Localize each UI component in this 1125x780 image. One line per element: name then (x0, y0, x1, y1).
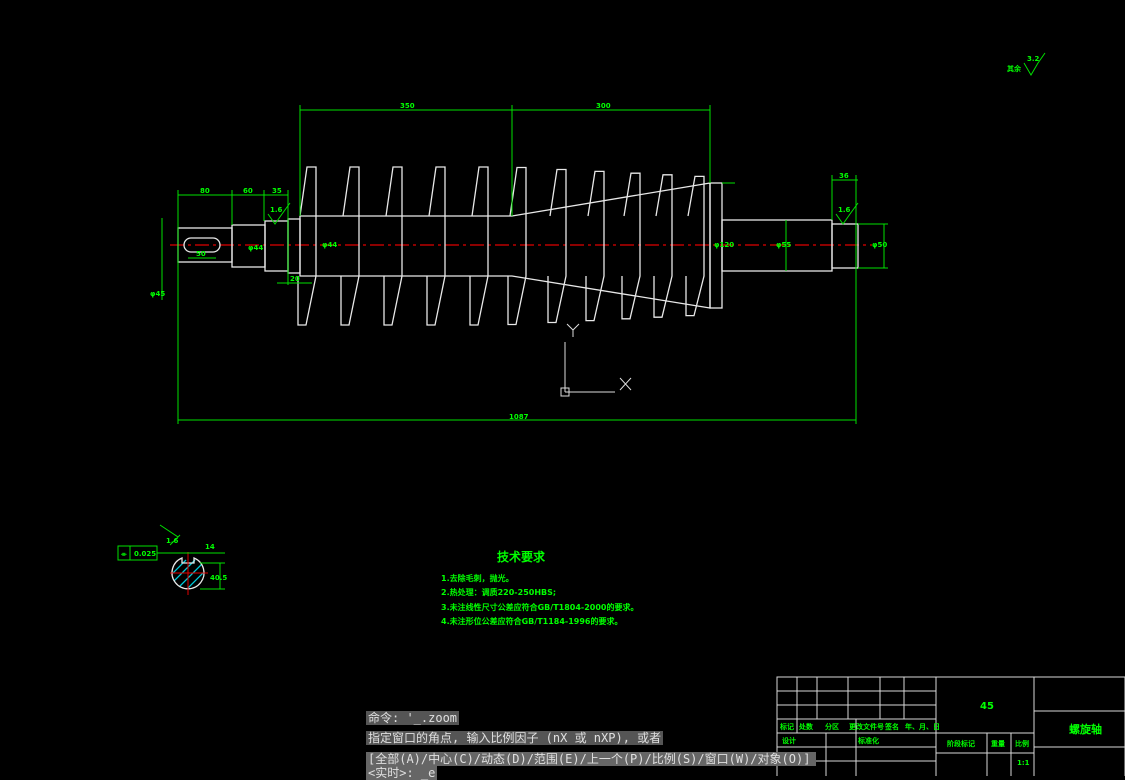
screw-flight (469, 166, 489, 326)
dim-phi-core: φ44 (248, 244, 263, 252)
command-input[interactable]: <实时>: _e (366, 766, 438, 780)
dim-20: 20 (290, 275, 300, 283)
svg-text:年、月、日: 年、月、日 (905, 722, 940, 731)
command-prompt-options[interactable]: [全部(A)/中心(C)/动态(D)/范围(E)/上一个(P)/比例(S)/窗口… (366, 752, 817, 766)
scale-value: 1:1 (1017, 759, 1030, 767)
screw-flight (507, 166, 527, 326)
symmetry-symbol: ⌯ (120, 550, 127, 558)
dim-36: 36 (839, 172, 849, 180)
dim-80: 80 (200, 187, 210, 195)
screw-flight (585, 170, 605, 322)
svg-text:技术要求: 技术要求 (497, 549, 546, 564)
dimensions: 350 300 80 60 35 20 50 φ45 φ44 φ44 φ120 … (150, 102, 888, 424)
dim-phi-flange: φ120 (714, 241, 734, 249)
svg-text:1.去除毛刺，抛光。: 1.去除毛刺，抛光。 (441, 573, 514, 583)
svg-text:阶段标记: 阶段标记 (947, 739, 975, 748)
svg-text:比例: 比例 (1015, 739, 1029, 748)
svg-text:其余: 其余 (1007, 64, 1022, 73)
dim-1087: 1087 (509, 413, 529, 421)
dim-300: 300 (596, 102, 611, 110)
dim-phi-right: φ55 (776, 241, 791, 249)
svg-text:处数: 处数 (798, 722, 814, 731)
roughness-right: 1.6 (838, 206, 851, 214)
roughness-left: 1.6 (270, 206, 283, 214)
dim-350: 350 (400, 102, 415, 110)
material: 45 (980, 701, 994, 712)
ucs-icon (560, 323, 632, 397)
surface-finish-note: 其余 3.2 (1007, 52, 1046, 76)
svg-text:设计: 设计 (782, 736, 796, 745)
dim-phi-left: φ45 (150, 290, 165, 298)
command-history-line: 命令: '_.zoom (366, 711, 460, 725)
title-block: 标记 处数 分区 更改文件号 签名 年、月、日 设计 标准化 45 螺旋轴 阶段… (776, 676, 1125, 776)
svg-text:标记: 标记 (779, 722, 794, 731)
screw-body (297, 166, 711, 326)
dim-35: 35 (272, 187, 282, 195)
svg-text:3.2: 3.2 (1027, 55, 1040, 63)
part-name: 螺旋轴 (1069, 722, 1102, 736)
svg-text:签名: 签名 (884, 722, 899, 731)
screw-flight (383, 166, 403, 326)
screw-flight (547, 168, 567, 324)
svg-text:2.热处理：调质220-250HBS;: 2.热处理：调质220-250HBS; (441, 587, 556, 597)
dim-60: 60 (243, 187, 253, 195)
screw-flight (685, 175, 705, 317)
svg-text:1.6: 1.6 (166, 537, 179, 545)
shaft-right (709, 182, 859, 309)
svg-text:标准化: 标准化 (857, 736, 879, 745)
screw-flight (653, 174, 673, 318)
command-history-line: 指定窗口的角点, 输入比例因子 (nX 或 nXP), 或者 (366, 731, 664, 745)
dim-phi-end: φ50 (872, 241, 887, 249)
svg-text:3.未注线性尺寸公差应符合GB/T1804-2000的要求。: 3.未注线性尺寸公差应符合GB/T1804-2000的要求。 (441, 602, 639, 612)
svg-text:14: 14 (205, 543, 215, 551)
dim-key-length: 50 (196, 250, 206, 258)
svg-text:更改文件号: 更改文件号 (849, 722, 884, 731)
tolerance-value: 0.025 (134, 550, 156, 558)
screw-flight (426, 166, 446, 326)
screw-flight (297, 166, 317, 326)
svg-text:重量: 重量 (991, 739, 1005, 748)
svg-text:分区: 分区 (825, 722, 839, 731)
svg-text:40.5: 40.5 (210, 574, 227, 582)
screw-flight (340, 166, 360, 326)
dim-phi-core2: φ44 (322, 241, 337, 249)
tech-requirements: 技术要求 1.去除毛刺，抛光。 2.热处理：调质220-250HBS; 3.未注… (441, 549, 639, 626)
screw-flight (621, 172, 641, 320)
section-view: ⌯ 0.025 1.6 14 40.5 (117, 524, 227, 595)
shaft-left (177, 218, 301, 274)
svg-text:4.未注形位公差应符合GB/T1184-1996的要求。: 4.未注形位公差应符合GB/T1184-1996的要求。 (441, 616, 623, 626)
